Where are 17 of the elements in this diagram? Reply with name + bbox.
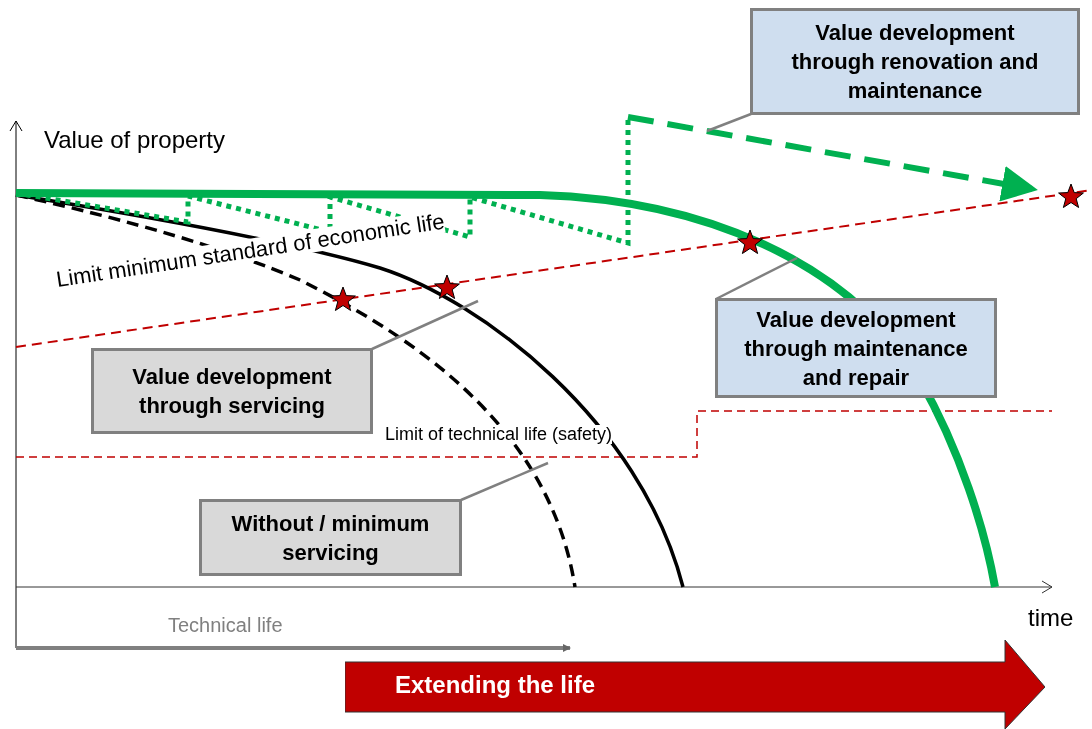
callout-text: Value development through maintenance and repair <box>743 305 969 392</box>
callout-box <box>91 348 373 434</box>
axis-title: Value of property <box>44 126 225 154</box>
line-label: Limit of technical life (safety) <box>385 425 613 444</box>
leader-line <box>706 112 752 133</box>
axis-title: time <box>1028 604 1074 632</box>
arrow-text: Extending the life <box>395 671 595 699</box>
callout-text: Without / minimum servicing <box>230 509 431 567</box>
callout-box <box>199 499 462 576</box>
callout-box <box>715 298 997 398</box>
callout-box <box>750 8 1080 115</box>
callout-text: Value development through servicing <box>131 363 333 420</box>
callout-text: Value development through renovation and maintenance <box>790 19 1040 105</box>
dimension-label: Technical life <box>168 614 283 637</box>
leader-line <box>371 299 479 351</box>
leader-line <box>460 461 549 502</box>
leader-line <box>715 256 798 301</box>
